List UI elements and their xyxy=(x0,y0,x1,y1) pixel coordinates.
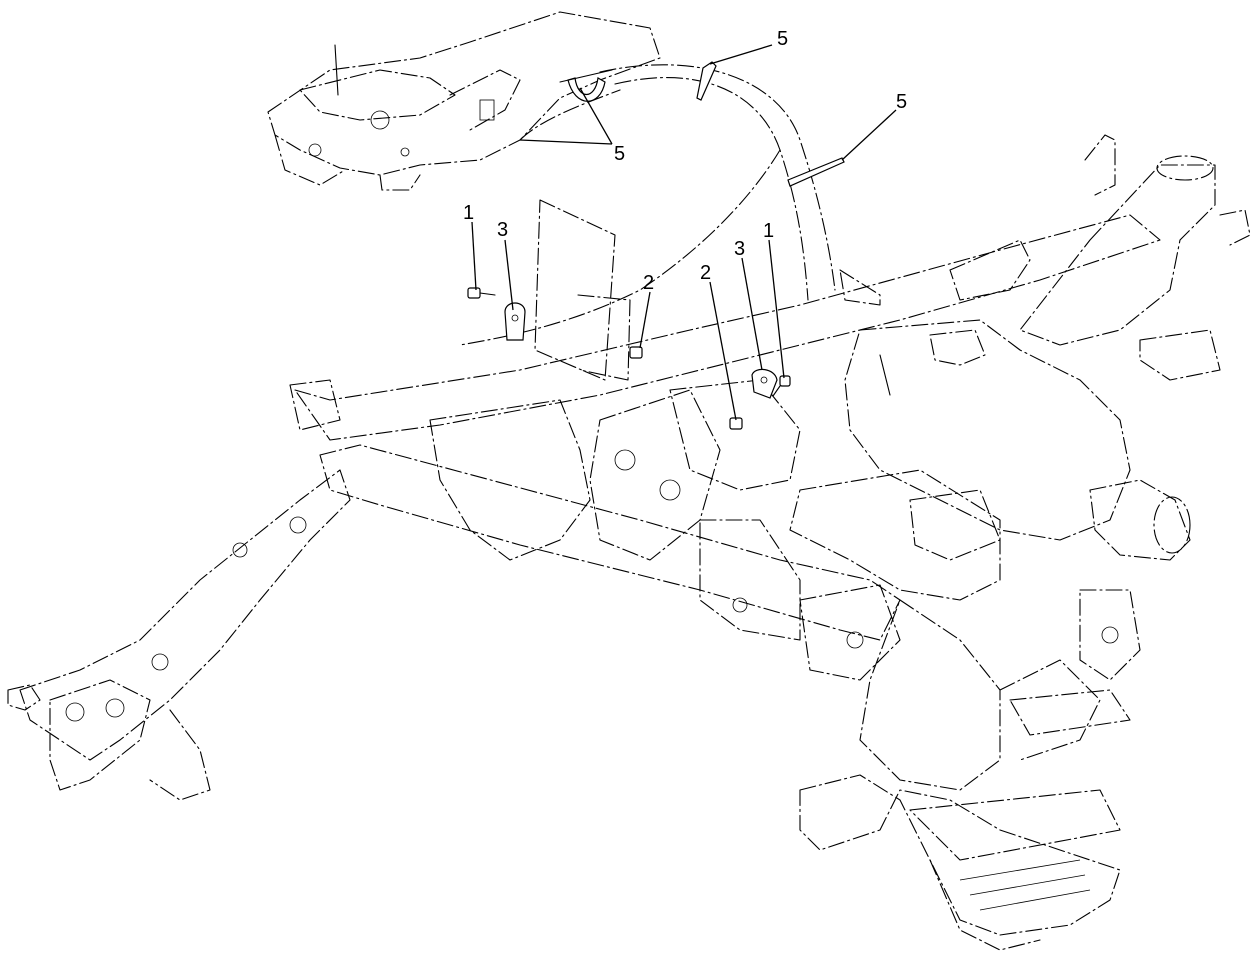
engine-block xyxy=(844,319,1191,736)
p-clamp-left-part xyxy=(504,302,526,341)
callout-5-right: 5 xyxy=(896,91,907,113)
callout-leaders xyxy=(471,44,897,421)
callout-1-left: 1 xyxy=(463,202,474,224)
cable-tie-top-part xyxy=(696,61,717,101)
callout-3-center: 3 xyxy=(734,238,745,260)
left-swing-arm xyxy=(7,469,351,801)
callout-2-left: 2 xyxy=(643,272,654,294)
cable-tie-right-part xyxy=(787,157,845,187)
cable-clamp-part xyxy=(559,69,613,102)
callout-labels: 1 3 2 2 3 1 5 5 5 xyxy=(463,28,907,294)
callout-2-center: 2 xyxy=(700,262,711,284)
foot-step xyxy=(799,774,1121,951)
callout-1-center: 1 xyxy=(763,220,774,242)
callout-3-left: 3 xyxy=(497,219,508,241)
p-clamp-center-part xyxy=(751,368,778,399)
callout-5-top: 5 xyxy=(777,28,788,50)
hose-routing xyxy=(459,64,836,346)
bolt-center-part xyxy=(772,375,791,397)
center-frame-plates xyxy=(289,199,1221,681)
bolt-left-part xyxy=(467,287,496,299)
nut-left-part xyxy=(629,346,643,359)
main-frame xyxy=(294,134,1251,791)
control-panel-assembly xyxy=(267,11,661,191)
callout-5-upper-left: 5 xyxy=(614,143,625,165)
